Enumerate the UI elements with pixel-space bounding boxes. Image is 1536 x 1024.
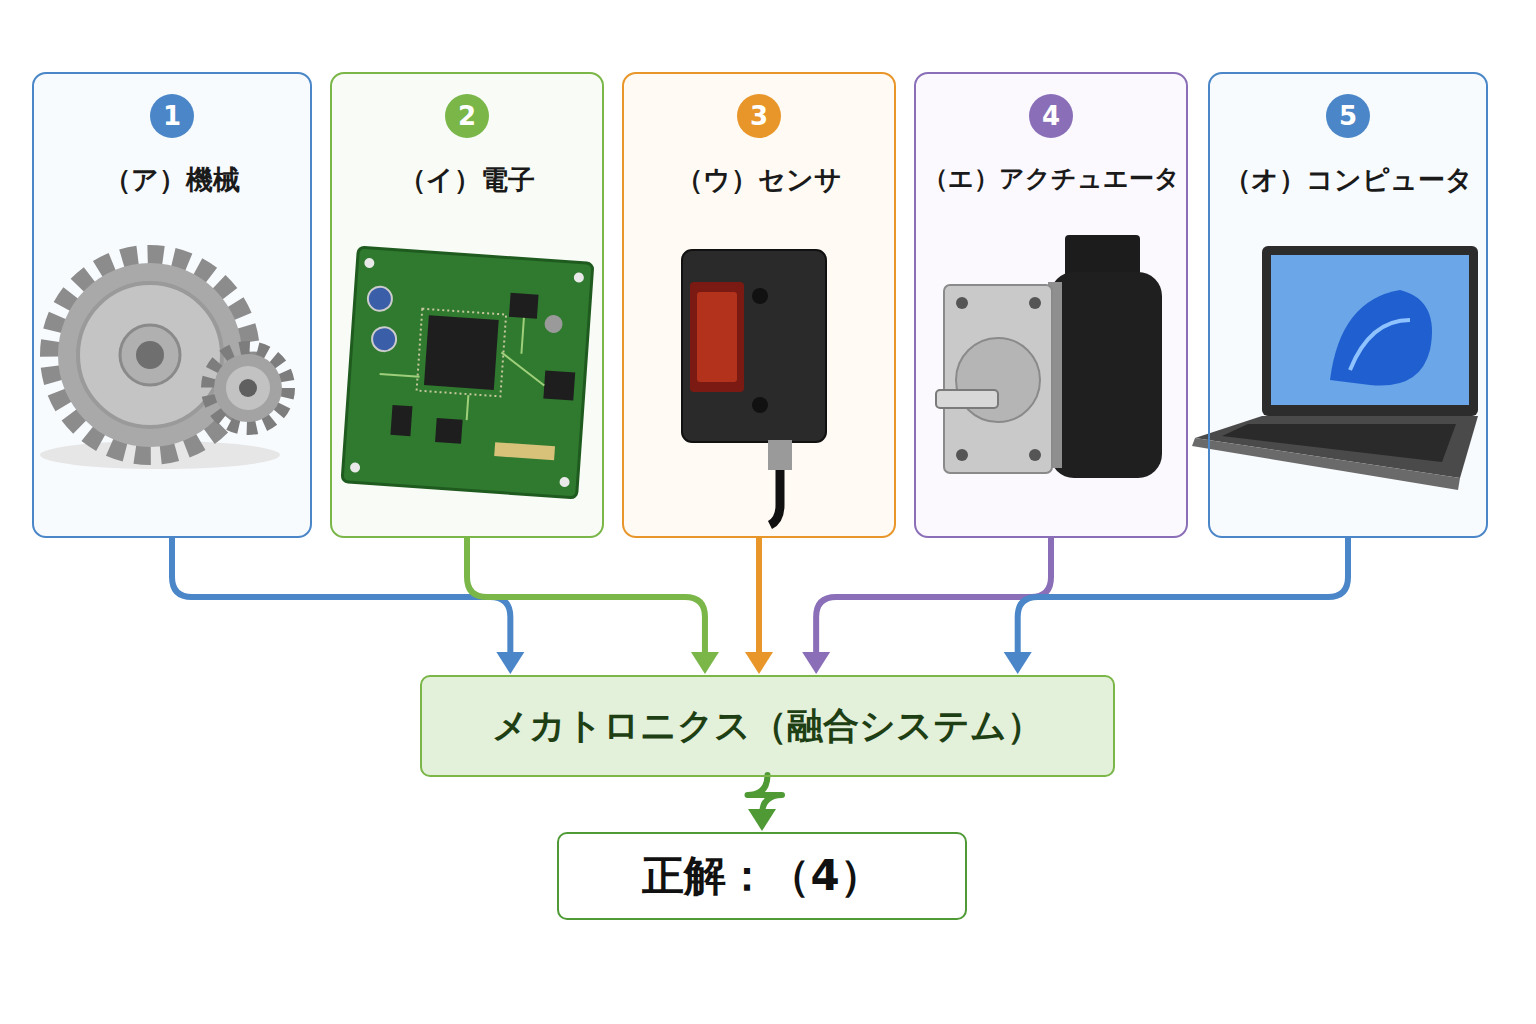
connector-line bbox=[756, 538, 762, 655]
box-fill bbox=[330, 72, 604, 538]
box-fill bbox=[914, 72, 1188, 538]
component-label: （イ）電子 bbox=[399, 162, 535, 198]
connector-arrow bbox=[467, 538, 719, 674]
answer-label: 正解：（4） bbox=[642, 848, 881, 904]
circuit-board-illustration bbox=[342, 247, 593, 498]
arrowhead bbox=[1004, 652, 1032, 674]
component-box: 5 （オ）コンピュータ bbox=[1208, 72, 1488, 538]
connector-line bbox=[1018, 538, 1348, 655]
connector-arrow bbox=[172, 538, 524, 674]
motor-illustration bbox=[936, 235, 1162, 478]
sensor-illustration bbox=[682, 250, 826, 525]
arrowhead bbox=[745, 652, 773, 674]
box-fill bbox=[420, 675, 1115, 777]
box-fill bbox=[622, 72, 896, 538]
box-fill bbox=[557, 832, 967, 920]
component-label: （オ）コンピュータ bbox=[1224, 162, 1473, 198]
component-box: 3 （ウ）センサ bbox=[622, 72, 896, 538]
arrowhead bbox=[802, 652, 830, 674]
arrowhead bbox=[748, 809, 776, 831]
connector-line bbox=[172, 538, 510, 655]
callout-number: 3 bbox=[737, 94, 781, 138]
arrowhead bbox=[691, 652, 719, 674]
arrowhead bbox=[496, 652, 524, 674]
component-box: 4 （エ）アクチュエータ bbox=[914, 72, 1188, 538]
connector-line bbox=[467, 538, 705, 655]
component-box: 1 （ア）機械 bbox=[32, 72, 312, 538]
laptop-illustration bbox=[1192, 246, 1478, 490]
callout-number: 4 bbox=[1029, 94, 1073, 138]
component-label: （エ）アクチュエータ bbox=[923, 162, 1180, 195]
answer-box: 正解：（4） bbox=[557, 832, 967, 920]
callout-number: 5 bbox=[1326, 94, 1370, 138]
connector-arrow bbox=[802, 538, 1051, 674]
connector-arrow bbox=[748, 775, 783, 831]
connector-arrow bbox=[1004, 538, 1348, 674]
component-box: 2 （イ）電子 bbox=[330, 72, 604, 538]
callout-number: 2 bbox=[445, 94, 489, 138]
component-label: （ア）機械 bbox=[104, 162, 240, 198]
gear-illustration bbox=[40, 255, 288, 469]
system-box: メカトロニクス（融合システム） bbox=[420, 675, 1115, 777]
component-label: （ウ）センサ bbox=[676, 162, 842, 198]
system-label: メカトロニクス（融合システム） bbox=[492, 702, 1043, 751]
connector-arrow bbox=[745, 538, 773, 674]
box-fill bbox=[32, 72, 312, 538]
callout-number: 1 bbox=[150, 94, 194, 138]
